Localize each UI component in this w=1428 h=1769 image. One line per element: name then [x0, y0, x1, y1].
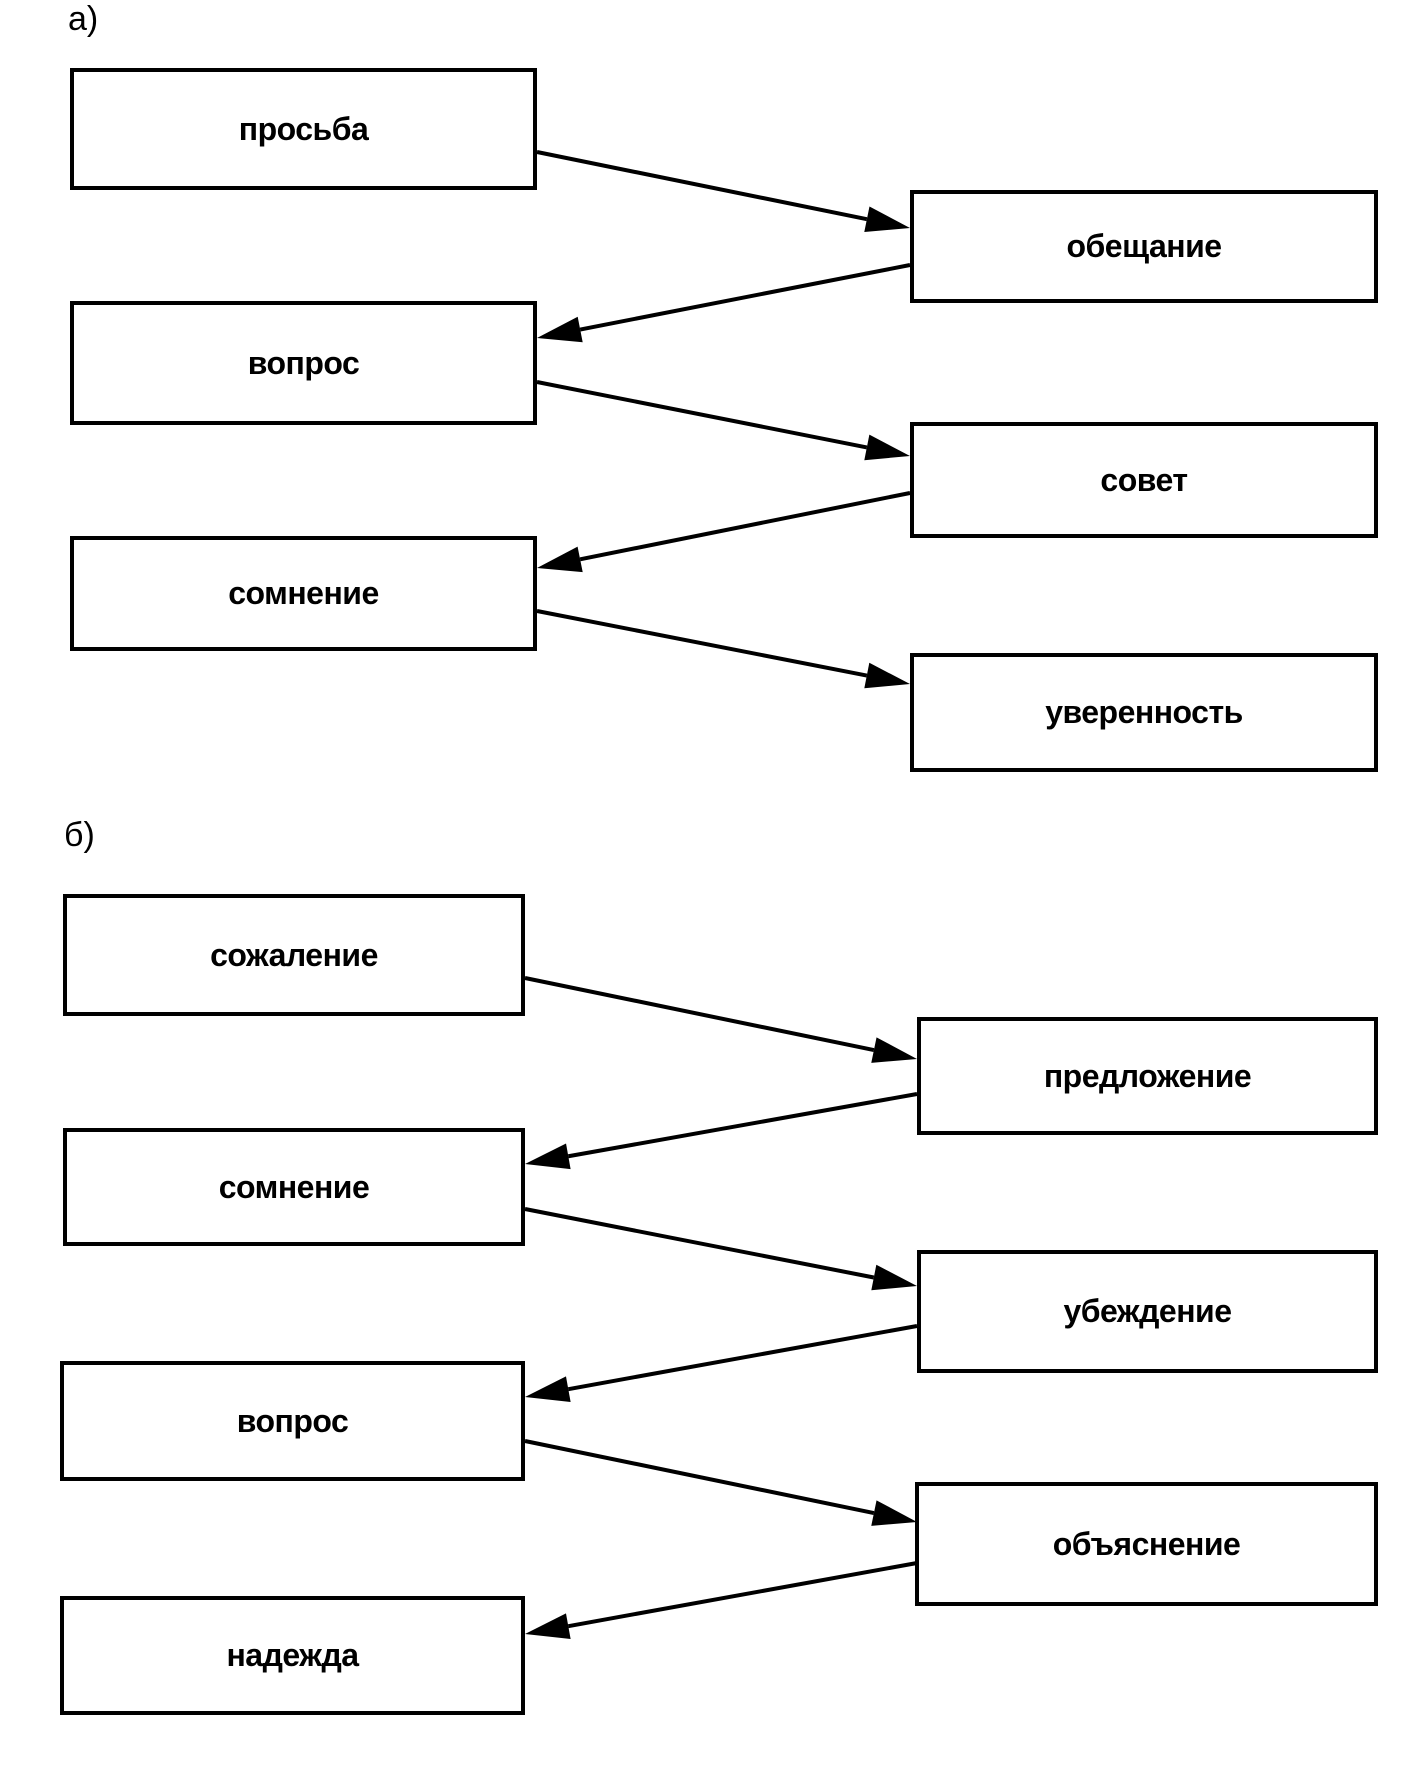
arrow-line: [524, 976, 875, 1053]
node-b-left-3: вопрос: [60, 1361, 525, 1481]
node-a-left-2: вопрос: [70, 301, 537, 425]
node-label: сомнение: [228, 575, 379, 611]
arrow-line: [536, 609, 868, 678]
arrowhead-icon: [864, 662, 910, 689]
node-b-left-4: надежда: [60, 1596, 525, 1715]
node-label: вопрос: [247, 344, 360, 381]
arrow-line: [536, 380, 868, 450]
node-label: сожаление: [210, 936, 378, 973]
node-a-right-3: уверенность: [910, 653, 1378, 772]
node-b-right-2: убеждение: [917, 1250, 1378, 1373]
node-label: совет: [1100, 461, 1188, 498]
arrowhead-icon: [864, 434, 910, 461]
node-label: сомнение: [218, 1168, 370, 1205]
arrowhead-icon: [525, 1613, 571, 1639]
node-label: вопрос: [236, 1402, 349, 1439]
arrow-line: [536, 150, 868, 222]
arrowhead-icon: [525, 1376, 571, 1402]
arrow-line: [524, 1439, 875, 1516]
section-a-label: а): [68, 0, 99, 38]
node-label: уверенность: [1045, 694, 1243, 730]
node-label: убеждение: [1063, 1293, 1232, 1329]
arrowhead-icon: [525, 1143, 571, 1170]
arrowhead-icon: [871, 1264, 917, 1291]
arrowhead-icon: [871, 1037, 917, 1063]
node-b-left-2: сомнение: [63, 1128, 525, 1246]
node-b-left-1: сожаление: [63, 894, 525, 1016]
arrow-line: [579, 263, 911, 332]
node-label: надежда: [226, 1637, 359, 1673]
node-b-right-3: объяснение: [915, 1482, 1378, 1606]
section-b-label: б): [64, 816, 95, 854]
arrow-line: [524, 1207, 875, 1280]
node-a-right-2: совет: [910, 422, 1378, 538]
node-a-left-3: сомнение: [70, 536, 537, 651]
arrow-line: [567, 1092, 918, 1159]
node-label: обещание: [1066, 228, 1222, 264]
node-label: просьба: [238, 110, 369, 147]
node-label: предложение: [1043, 1057, 1252, 1094]
arrowhead-icon: [864, 206, 910, 232]
arrow-line: [567, 1324, 918, 1392]
arrowhead-icon: [537, 546, 583, 573]
arrow-line: [567, 1561, 918, 1629]
arrow-line: [579, 491, 911, 562]
node-a-right-1: обещание: [910, 190, 1378, 303]
node-b-right-1: предложение: [917, 1017, 1378, 1135]
node-label: объяснение: [1052, 1525, 1241, 1562]
node-a-left-1: просьба: [70, 68, 537, 190]
arrowhead-icon: [537, 316, 583, 343]
arrowhead-icon: [871, 1500, 917, 1526]
